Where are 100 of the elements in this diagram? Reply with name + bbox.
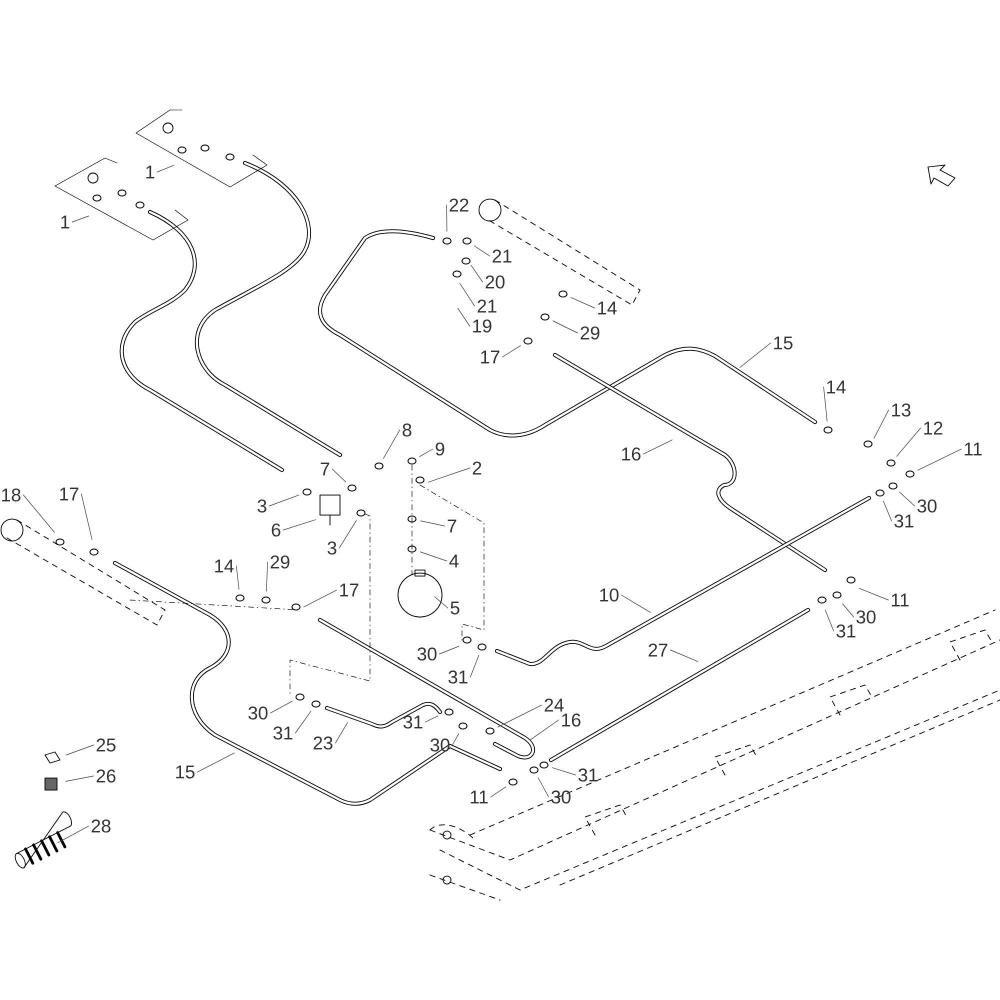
leader-line: [72, 216, 90, 222]
leader-line: [156, 164, 174, 172]
callout-number: 21: [492, 250, 512, 262]
leader-line: [498, 704, 542, 728]
leader-line: [419, 448, 434, 457]
callout-number: 18: [2, 488, 20, 502]
leader-line: [425, 715, 438, 722]
callout-number: 1: [61, 216, 70, 228]
callout-number: 30: [917, 499, 937, 513]
callout-number: 31: [273, 726, 292, 740]
callout-number: 17: [60, 488, 78, 500]
callout-number: 26: [96, 770, 116, 783]
leader-line: [23, 494, 55, 533]
leader-line: [446, 204, 448, 232]
leader-line: [383, 430, 400, 459]
callout-number: 12: [924, 422, 942, 434]
callout-number: 17: [481, 350, 500, 364]
leader-line: [896, 428, 921, 457]
leader-line: [452, 733, 460, 746]
callout-number: 30: [856, 610, 876, 624]
callout-number: 14: [215, 560, 234, 572]
callout-number: 9: [436, 442, 444, 456]
callout-number: 4: [449, 554, 459, 568]
leader-line: [670, 650, 698, 662]
leader-line: [824, 610, 834, 632]
leader-line: [883, 500, 892, 522]
callout-number: 11: [964, 442, 982, 456]
leader-line: [502, 345, 521, 358]
callout-number: 31: [894, 514, 914, 528]
leader-line: [332, 468, 346, 482]
leader-line: [335, 722, 348, 744]
leader-line: [81, 494, 92, 540]
callout-number: 5: [450, 602, 460, 614]
leader-line: [740, 342, 771, 368]
leader-line: [538, 777, 549, 798]
callout-number: 25: [96, 738, 116, 752]
callout-number: 8: [402, 423, 412, 437]
leader-line: [459, 283, 475, 306]
callout-number: 28: [92, 820, 110, 833]
leader-line: [303, 590, 337, 608]
leader-line: [420, 520, 446, 526]
leader-line: [470, 264, 483, 282]
callout-number: 30: [430, 738, 450, 752]
leader-line: [420, 552, 448, 562]
leader-line: [552, 767, 576, 776]
callout-number: 7: [320, 462, 330, 476]
leader-line: [918, 448, 962, 471]
callout-number: 24: [544, 698, 564, 712]
callout-number: 23: [314, 736, 332, 750]
callout-number: 1: [146, 166, 154, 178]
leader-line: [434, 596, 448, 608]
callout-number: 29: [580, 326, 600, 340]
leader-line: [268, 494, 300, 506]
leader-line: [236, 566, 240, 590]
leader-line: [621, 594, 651, 613]
callout-number: 7: [448, 520, 456, 532]
callout-number: 3: [258, 499, 266, 513]
callout-number: 22: [450, 198, 468, 212]
leader-line: [282, 519, 316, 530]
callout-number: 13: [892, 403, 910, 417]
callout-number: 6: [272, 524, 280, 537]
leader-line: [197, 752, 235, 772]
callout-number: 2: [472, 462, 482, 474]
callout-number: 31: [403, 716, 422, 729]
callout-number: 10: [600, 588, 619, 602]
callout-number: 31: [578, 768, 598, 782]
leader-line: [338, 520, 357, 548]
callout-number: 21: [478, 300, 496, 312]
callout-number: 11: [892, 594, 909, 606]
callout-number: 15: [176, 766, 194, 778]
leader-line: [66, 744, 94, 756]
callout-number: 30: [248, 706, 268, 720]
leader-line: [552, 320, 578, 334]
leader-line: [570, 297, 595, 308]
leader-line: [458, 308, 470, 326]
callout-number: 29: [270, 556, 290, 569]
leader-line: [474, 246, 490, 256]
leader-line: [874, 410, 889, 439]
leader-line: [57, 826, 89, 844]
callout-number: 27: [648, 644, 668, 656]
leader-line: [428, 468, 470, 483]
callout-number: 30: [417, 648, 437, 661]
leader-line: [823, 386, 828, 422]
callout-number: 20: [486, 275, 505, 289]
callout-number: 17: [340, 584, 358, 596]
leader-line: [270, 700, 293, 714]
callout-number: 15: [774, 336, 792, 350]
leader-line: [65, 776, 94, 782]
leader-line: [295, 710, 312, 734]
leader-line: [266, 562, 268, 592]
callout-number: 16: [622, 447, 640, 461]
callout-number: 11: [470, 790, 488, 804]
callout-number: 31: [448, 670, 468, 684]
callout-number: 14: [598, 302, 617, 314]
leader-line: [470, 654, 480, 678]
leader-line: [899, 492, 915, 506]
callout-number: 3: [328, 542, 336, 555]
leader-line: [439, 646, 460, 654]
callout-number: 16: [562, 714, 580, 727]
leader-line: [842, 603, 854, 618]
